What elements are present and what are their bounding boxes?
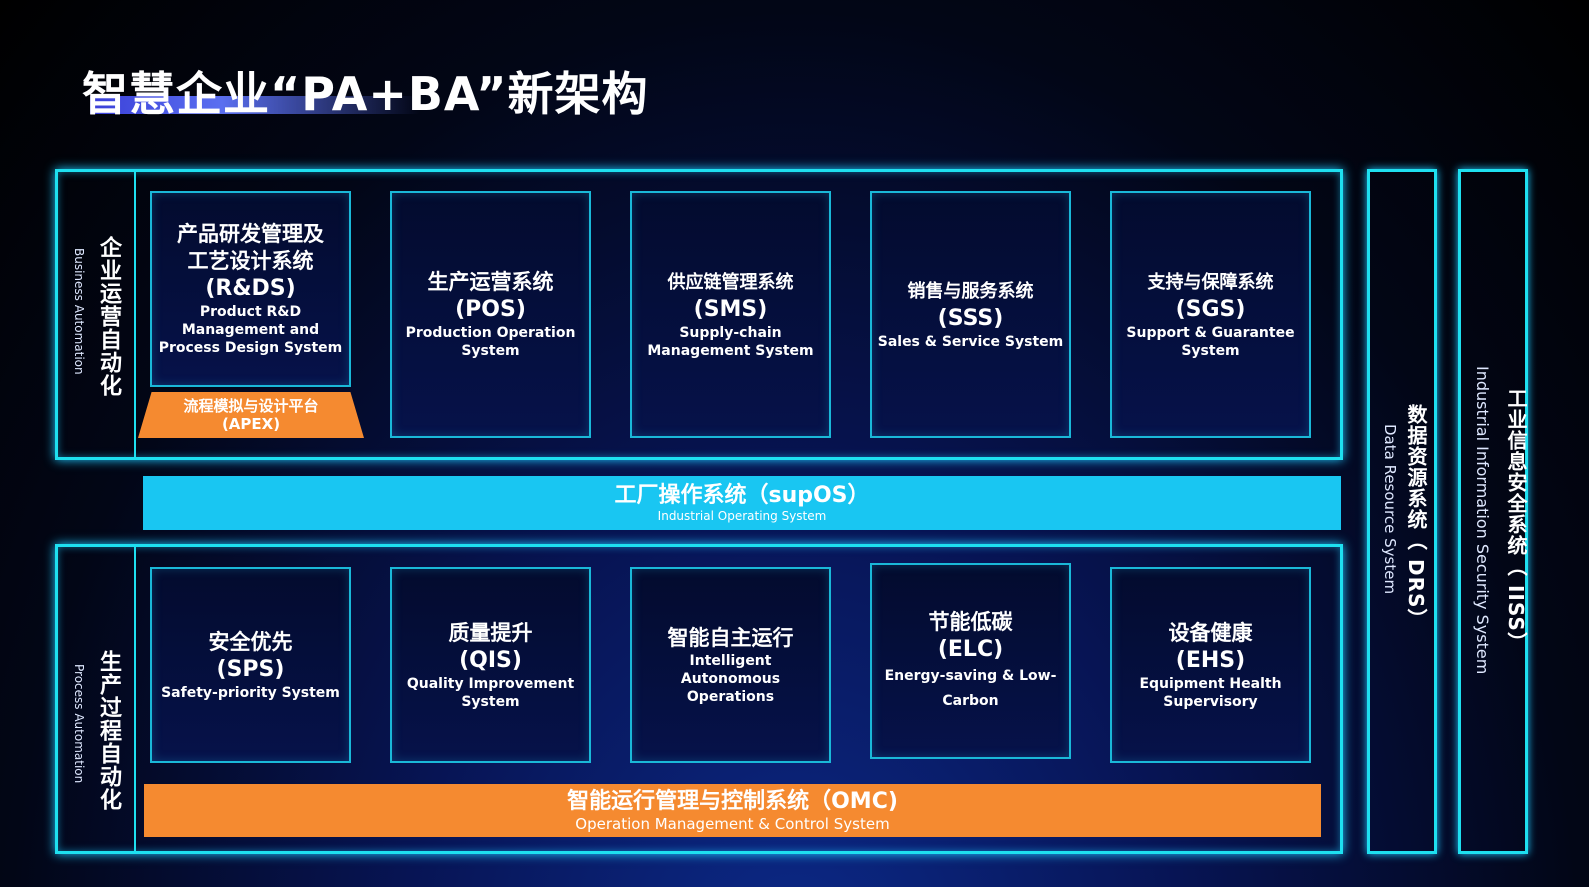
card-sms[interactable]: 供应链管理系统 (SMS) Supply-chain Management Sy… — [630, 191, 831, 438]
card-sgs-en2: System — [1181, 343, 1240, 359]
card-rds-en2: Management and — [181, 322, 320, 338]
card-sss-cn: 销售与服务系统 — [907, 281, 1034, 302]
card-elc-en2: Carbon — [942, 692, 999, 709]
card-operations-en1: Intelligent — [689, 652, 772, 669]
card-ehs-abbr: (EHS) — [1175, 647, 1246, 673]
card-operations-en2: Autonomous — [680, 670, 781, 687]
card-sss[interactable]: 销售与服务系统 (SSS) Sales & Service System — [870, 191, 1071, 438]
omc-en: Operation Management & Control System — [575, 814, 890, 833]
card-sgs[interactable]: 支持与保障系统 (SGS) Support & Guarantee System — [1110, 191, 1311, 438]
card-rds[interactable]: 产品研发管理及 工艺设计系统 (R&DS) Product R&D Manage… — [150, 191, 351, 387]
card-sss-abbr: (SSS) — [937, 306, 1004, 331]
card-elc-en1: Energy-saving & Low- — [884, 667, 1057, 684]
drs-label-cn: 数据资源系统（ DRS） — [1404, 404, 1428, 630]
apex-abbr: (APEX) — [221, 415, 281, 433]
card-sss-en1: Sales & Service System — [877, 334, 1064, 350]
card-qis-en1: Quality Improvement — [406, 675, 575, 692]
card-ehs[interactable]: 设备健康 (EHS) Equipment Health Supervisory — [1110, 567, 1311, 763]
card-elc-abbr: (ELC) — [937, 636, 1004, 662]
supos-cn: 工厂操作系统（supOS） — [614, 483, 870, 508]
card-sms-cn: 供应链管理系统 — [667, 272, 794, 293]
card-qis-abbr: (QIS) — [459, 647, 522, 673]
card-pos-cn: 生产运营系统 — [427, 270, 554, 294]
card-pos[interactable]: 生产运营系统 (POS) Production Operation System — [390, 191, 591, 438]
card-sms-en2: Management System — [647, 343, 814, 359]
card-operations-en3: Operations — [686, 688, 775, 705]
ba-frame — [55, 169, 1343, 460]
card-pos-en1: Production Operation — [405, 325, 576, 341]
card-elc[interactable]: 节能低碳 (ELC) Energy-saving & Low- Carbon — [870, 563, 1071, 759]
card-sms-en1: Supply-chain — [679, 325, 782, 341]
card-sgs-cn: 支持与保障系统 — [1147, 272, 1274, 293]
card-qis[interactable]: 质量提升 (QIS) Quality Improvement System — [390, 567, 591, 763]
card-operations-cn: 智能自主运行 — [667, 625, 794, 650]
card-elc-cn: 节能低碳 — [928, 609, 1013, 634]
card-operations[interactable]: 智能自主运行 Intelligent Autonomous Operations — [630, 567, 831, 763]
ba-label-cn: 企业运营自动化 — [96, 236, 121, 397]
omc-cn: 智能运行管理与控制系统（OMC) — [567, 788, 898, 814]
card-sps-abbr: (SPS) — [216, 656, 285, 682]
card-rds-cn2: 工艺设计系统 — [187, 249, 314, 273]
card-qis-en2: System — [461, 693, 520, 710]
pa-label-cn: 生产过程自动化 — [96, 650, 121, 811]
card-sms-abbr: (SMS) — [693, 297, 768, 322]
card-rds-en3: Process Design System — [158, 340, 343, 356]
pa-side-panel — [58, 547, 136, 851]
card-rds-cn1: 产品研发管理及 — [177, 222, 324, 246]
card-pos-abbr: (POS) — [455, 297, 526, 322]
card-ehs-cn: 设备健康 — [1168, 620, 1253, 645]
iss-label-cn: 工业信息安全系统（ IISS） — [1504, 388, 1528, 653]
card-pos-en2: System — [461, 343, 520, 359]
page-title: 智慧企业“PA+BA”新架构 — [82, 67, 649, 121]
card-ehs-en1: Equipment Health — [1139, 675, 1282, 692]
ba-label-en: Business Automation — [72, 248, 86, 375]
ba-side-panel — [58, 172, 136, 457]
card-qis-cn: 质量提升 — [448, 620, 533, 645]
supos-bar[interactable]: 工厂操作系统（supOS） Industrial Operating Syste… — [143, 476, 1341, 530]
drs-column[interactable] — [1367, 169, 1437, 854]
card-sps[interactable]: 安全优先 (SPS) Safety-priority System — [150, 567, 351, 763]
card-ehs-en2: Supervisory — [1163, 693, 1258, 710]
apex-platform[interactable]: 流程模拟与设计平台 (APEX) — [138, 392, 364, 438]
card-sgs-en1: Support & Guarantee — [1126, 325, 1295, 341]
iss-column[interactable] — [1458, 169, 1528, 854]
apex-cn: 流程模拟与设计平台 — [183, 397, 319, 415]
pa-frame — [55, 544, 1343, 854]
drs-label-en: Data Resource System — [1381, 424, 1399, 595]
card-sgs-abbr: (SGS) — [1175, 297, 1246, 322]
card-rds-en1: Product R&D — [199, 304, 302, 320]
omc-bar[interactable]: 智能运行管理与控制系统（OMC) Operation Management & … — [144, 784, 1321, 837]
card-rds-abbr: (R&DS) — [205, 276, 296, 301]
iss-label-en: Industrial Information Security System — [1473, 366, 1492, 675]
pa-label-en: Process Automation — [72, 664, 86, 784]
card-sps-en1: Safety-priority System — [161, 684, 340, 701]
card-sps-cn: 安全优先 — [208, 629, 293, 654]
supos-en: Industrial Operating System — [657, 509, 827, 523]
title-underline — [90, 96, 420, 114]
